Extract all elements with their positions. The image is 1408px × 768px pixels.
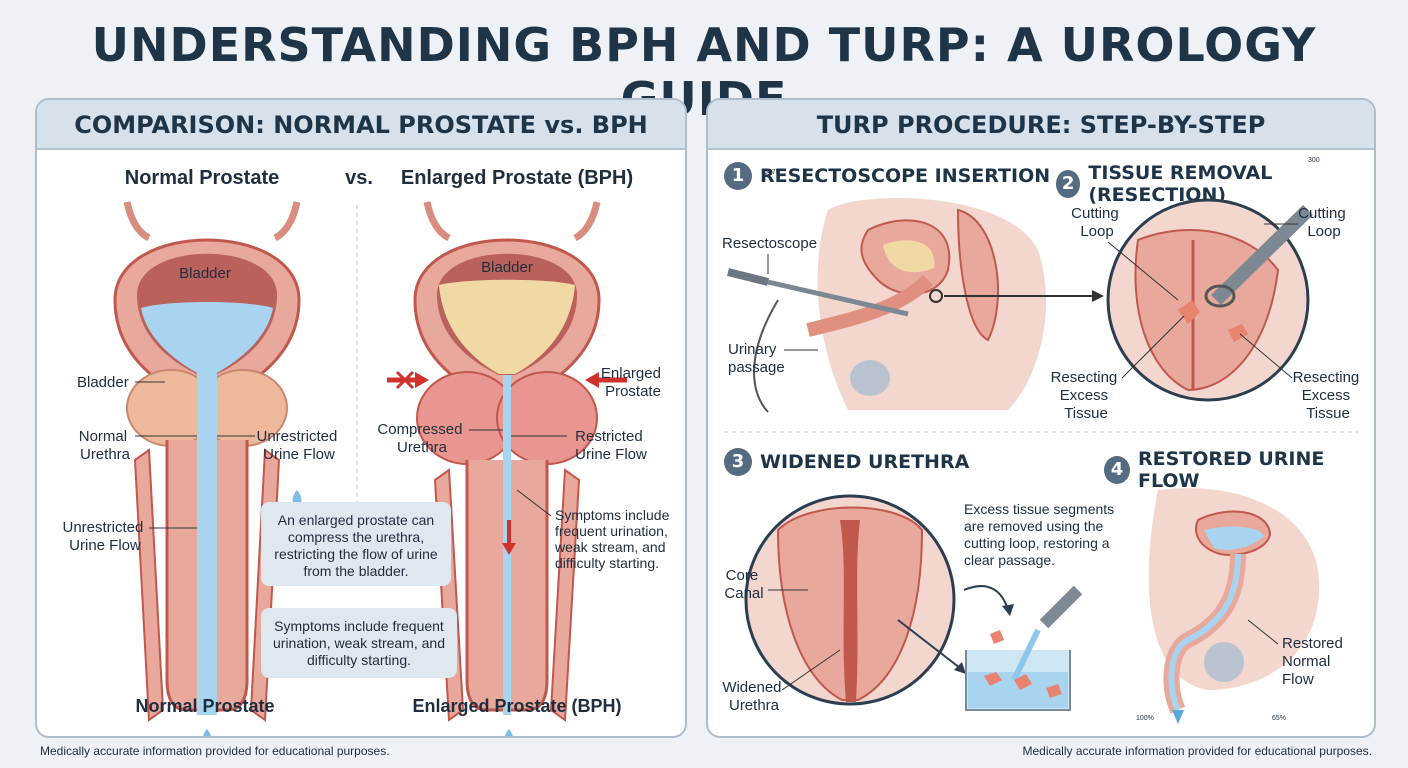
urinary-passage-label: Urinary passage — [728, 341, 785, 376]
compressed-urethra-label: Compressed Urethra — [377, 421, 466, 456]
footer-note-right: Medically accurate information provided … — [1022, 744, 1372, 758]
unrestricted-flow-label-left: Unrestricted Urine Flow — [62, 519, 147, 554]
comparison-panel-header: COMPARISON: NORMAL PROSTATE vs. BPH — [37, 100, 685, 150]
normal-prostate-illustration: Bladder — [113, 201, 302, 736]
hud-percent-2: 65% — [1272, 715, 1286, 722]
excess-tissue-text: Excess tissue segments are removed using… — [964, 501, 1118, 568]
bph-bladder-inner-label: Bladder — [481, 259, 533, 276]
step-4-illustration: Restored Normal Flow 100% 65% 300 5475 — [764, 157, 1347, 724]
info-note-symptoms: Symptoms include frequent urination, wea… — [261, 608, 457, 678]
hud-number: 300 — [1308, 157, 1320, 164]
info-note-compression: An enlarged prostate can compress the ur… — [261, 502, 451, 586]
resectoscope-label: Resectoscope — [722, 235, 817, 252]
cutting-loop-label-left: Cutting Loop — [1071, 205, 1123, 240]
normal-bladder-inner-label: Bladder — [179, 265, 231, 282]
step-1-badge: 1 — [724, 162, 752, 190]
vs-label: vs. — [345, 167, 373, 189]
turp-panel-header: TURP PROCEDURE: STEP-BY-STEP — [708, 100, 1374, 150]
bladder-label: Bladder — [77, 374, 129, 391]
step-3-illustration: Core Canal Widened Urethra Excess tissue… — [722, 494, 1118, 714]
widened-urethra-label: Widened Urethra — [722, 679, 785, 714]
footer-note-left: Medically accurate information provided … — [40, 744, 390, 758]
hud-small-number: 5475 — [764, 169, 780, 176]
step-4-heading: 4 RESTORED URINE FLOW — [1104, 448, 1374, 492]
normal-labels: Bladder Normal Urethra Unrestricted Urin… — [62, 374, 341, 554]
step-1-title: RESECTOSCOPE INSERTION — [760, 165, 1051, 187]
step-4-title: RESTORED URINE FLOW — [1137, 448, 1325, 492]
normal-column-title: Normal Prostate — [125, 167, 280, 189]
enlarged-prostate-label: Enlarged Prostate — [601, 365, 665, 400]
step-3-heading: 3 WIDENED URETHRA — [724, 448, 969, 476]
step-1-illustration: Resectoscope Urinary passage — [722, 198, 1104, 413]
turp-diagram: Resectoscope Urinary passage Cutting Loo… — [722, 157, 1364, 724]
step-4-badge: 4 — [1104, 456, 1130, 484]
restricted-flow-label: Restricted Urine Flow — [575, 428, 647, 463]
normal-urethra-label: Normal Urethra — [79, 428, 132, 463]
bottom-normal-title: Normal Prostate — [135, 696, 274, 716]
step-2-illustration: Cutting Loop Cutting Loop Resecting Exce… — [1051, 198, 1364, 422]
step-3-title: WIDENED URETHRA — [760, 451, 970, 473]
step-1-heading: 1 RESECTOSCOPE INSERTION — [724, 162, 1050, 190]
resecting-tissue-label-left: Resecting Excess Tissue — [1051, 369, 1122, 422]
bph-prostate-illustration: Bladder — [387, 201, 627, 736]
core-canal-label: Core Canal — [724, 567, 763, 602]
hud-percent-1: 100% — [1136, 715, 1154, 722]
symptoms-side-label: Symptoms include frequent urination, wea… — [554, 507, 673, 571]
comparison-panel: COMPARISON: NORMAL PROSTATE vs. BPH Norm… — [35, 98, 687, 738]
bph-column-title: Enlarged Prostate (BPH) — [401, 167, 633, 189]
cutting-loop-label-right: Cutting Loop — [1298, 205, 1350, 240]
comparison-diagram: Normal Prostate vs. Enlarged Prostate (B… — [62, 167, 673, 736]
step-2-badge: 2 — [1056, 170, 1081, 198]
unrestricted-flow-label-right: Unrestricted Urine Flow — [256, 428, 341, 463]
bottom-bph-title: Enlarged Prostate (BPH) — [412, 696, 621, 716]
bph-labels: Enlarged Prostate Compressed Urethra Res… — [377, 365, 673, 571]
resecting-tissue-label-right: Resecting Excess Tissue — [1293, 369, 1364, 422]
turp-panel: TURP PROCEDURE: STEP-BY-STEP 1 RESECTOSC… — [706, 98, 1376, 738]
step-3-badge: 3 — [724, 448, 752, 476]
restored-flow-label: Restored Normal Flow — [1282, 635, 1347, 688]
